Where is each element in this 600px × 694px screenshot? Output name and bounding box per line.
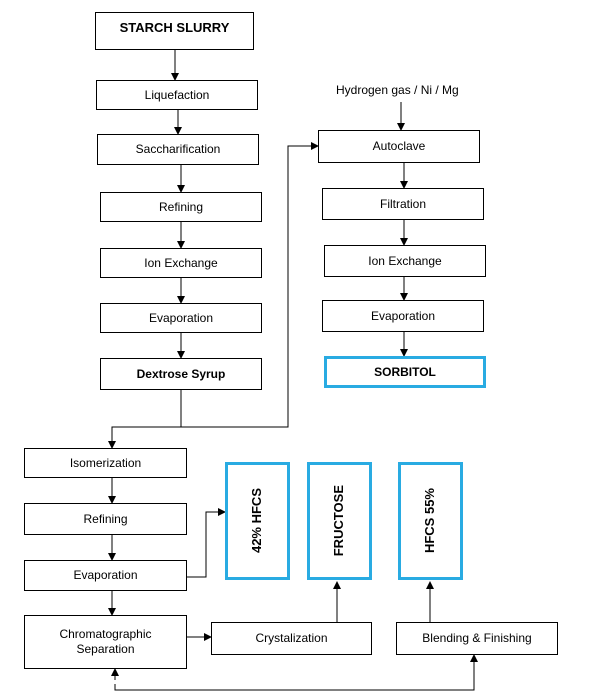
node-ion-exchange-left-label: Ion Exchange — [144, 255, 218, 270]
node-evaporation-left-label: Evaporation — [148, 310, 214, 325]
node-dextrose-syrup: Dextrose Syrup — [100, 358, 262, 390]
node-chromatographic-label-line1: Chromatographic — [59, 627, 152, 641]
node-filtration: Filtration — [322, 188, 484, 220]
node-refining-left: Refining — [100, 192, 262, 222]
node-sorbitol-label: SORBITOL — [374, 364, 436, 379]
node-autoclave: Autoclave — [318, 130, 480, 163]
node-saccharification: Saccharification — [97, 134, 259, 165]
node-sorbitol: SORBITOL — [324, 356, 486, 388]
node-hfcs-55-label: HFCS 55% — [422, 488, 438, 554]
loop-chromatographic-blending — [114, 654, 478, 691]
node-liquefaction-label: Liquefaction — [144, 87, 210, 102]
node-refining-bottom: Refining — [24, 503, 187, 535]
node-filtration-label: Filtration — [379, 196, 426, 211]
node-refining-bottom-label: Refining — [83, 511, 128, 526]
node-hfcs-55: HFCS 55% — [398, 462, 463, 580]
node-evaporation-bottom-label: Evaporation — [73, 568, 138, 582]
node-starch-slurry: STARCH SLURRY — [95, 12, 254, 50]
arrow-evaporation-to-42-hfcs — [187, 508, 226, 578]
arrow-dextrose-to-isomerization — [108, 390, 182, 449]
node-isomerization-label: Isomerization — [69, 455, 142, 470]
node-liquefaction: Liquefaction — [96, 80, 258, 110]
hydrogen-input-label: Hydrogen gas / Ni / Mg — [336, 83, 459, 97]
node-starch-slurry-label: STARCH SLURRY — [119, 20, 230, 35]
node-crystalization-label: Crystalization — [255, 631, 328, 645]
node-saccharification-label: Saccharification — [135, 142, 221, 156]
node-ion-exchange-right-label: Ion Exchange — [368, 253, 442, 268]
node-crystalization: Crystalization — [211, 622, 372, 655]
node-evaporation-bottom: Evaporation — [24, 560, 187, 591]
node-chromatographic-label-line2: Separation — [76, 642, 135, 656]
node-42-hfcs-label: 42% HFCS — [249, 488, 265, 554]
node-ion-exchange-left: Ion Exchange — [100, 248, 262, 278]
node-evaporation-right: Evaporation — [322, 300, 484, 332]
node-42-hfcs: 42% HFCS — [225, 462, 290, 580]
node-evaporation-right-label: Evaporation — [370, 308, 436, 323]
node-blending-finishing-label: Blending & Finishing — [422, 631, 532, 645]
node-chromatographic-separation: Chromatographic Separation — [24, 615, 187, 669]
node-ion-exchange-right: Ion Exchange — [324, 245, 486, 277]
node-fructose: FRUCTOSE — [307, 462, 372, 580]
node-fructose-label: FRUCTOSE — [331, 485, 347, 557]
node-autoclave-label: Autoclave — [372, 139, 426, 153]
node-isomerization: Isomerization — [24, 448, 187, 478]
node-dextrose-syrup-label: Dextrose Syrup — [136, 366, 226, 381]
node-blending-finishing: Blending & Finishing — [396, 622, 558, 655]
node-refining-left-label: Refining — [158, 199, 204, 214]
node-evaporation-left: Evaporation — [100, 303, 262, 333]
